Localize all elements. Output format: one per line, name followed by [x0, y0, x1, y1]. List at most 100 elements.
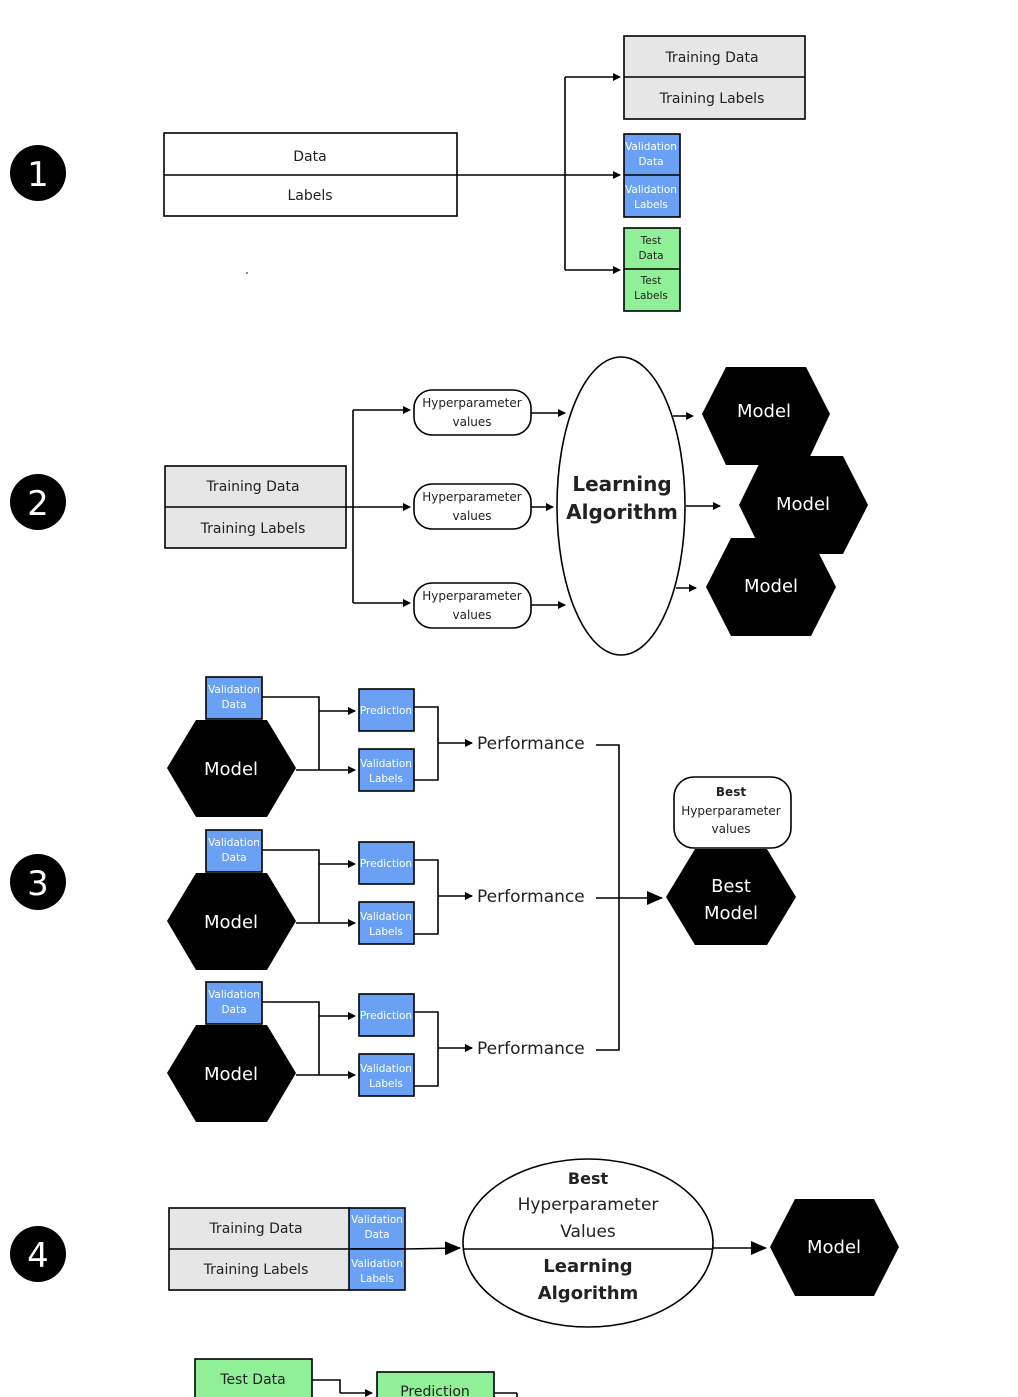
svg-text:Validation: Validation — [208, 989, 260, 1001]
step2-model-hexagon: Model — [706, 538, 836, 636]
step2-learning-algorithm: Learning Algorithm — [556, 356, 686, 656]
svg-text:Model: Model — [737, 401, 791, 422]
svg-text:Best: Best — [711, 876, 751, 897]
svg-text:Hyperparameter: Hyperparameter — [422, 396, 521, 410]
svg-text:Validation: Validation — [351, 1258, 403, 1270]
svg-text:Performance: Performance — [477, 734, 585, 754]
step4-test-data: Test Data — [194, 1358, 313, 1397]
svg-text:Validation: Validation — [208, 837, 260, 849]
svg-text:Learning: Learning — [543, 1256, 632, 1277]
svg-text:4: 4 — [27, 1236, 49, 1276]
svg-text:Training Labels: Training Labels — [659, 91, 765, 107]
svg-text:Hyperparameter: Hyperparameter — [422, 490, 521, 504]
step4-prediction: Prediction — [376, 1371, 518, 1397]
svg-text:Prediction: Prediction — [360, 858, 412, 870]
step4-model-hexagon: Model — [770, 1199, 899, 1296]
svg-text:Prediction: Prediction — [360, 1010, 412, 1022]
svg-text:Best: Best — [568, 1169, 609, 1188]
svg-text:Validation: Validation — [360, 1063, 412, 1075]
svg-text:Labels: Labels — [360, 1273, 394, 1285]
step3-best-hyperparameter: Best Hyperparameter values — [673, 776, 792, 849]
svg-text:values: values — [452, 509, 491, 523]
step3-eval-row: Validation Data Model Prediction Validat… — [167, 981, 585, 1122]
svg-text:Training Labels: Training Labels — [203, 1262, 309, 1278]
step1-labels-label: Labels — [287, 188, 332, 204]
svg-text:Labels: Labels — [369, 1078, 403, 1090]
svg-text:Model: Model — [204, 912, 258, 933]
svg-text:Test: Test — [640, 275, 662, 287]
svg-text:Training Data: Training Data — [208, 1221, 302, 1237]
svg-text:Training Data: Training Data — [664, 50, 758, 66]
svg-text:Training Labels: Training Labels — [200, 521, 306, 537]
svg-text:Test: Test — [640, 235, 662, 247]
svg-text:Model: Model — [807, 1237, 861, 1258]
svg-text:Validation: Validation — [208, 684, 260, 696]
step2-hyperparameter-values: Hyperparameter values — [413, 582, 532, 629]
step3-best-model-hexagon: Best Model — [666, 849, 796, 945]
svg-text:Best: Best — [716, 785, 746, 799]
svg-text:Model: Model — [204, 759, 258, 780]
step1-training-set: Training Data Training Labels — [623, 35, 806, 120]
svg-text:Hyperparameter: Hyperparameter — [681, 804, 780, 818]
svg-text:Validation: Validation — [351, 1214, 403, 1226]
svg-text:Model: Model — [704, 903, 758, 924]
svg-text:Test Data: Test Data — [219, 1372, 285, 1388]
svg-text:Hyperparameter: Hyperparameter — [518, 1195, 659, 1215]
step4-test-arrow — [312, 1379, 373, 1397]
step4-input-arrow — [404, 1241, 461, 1256]
svg-text:Performance: Performance — [477, 1039, 585, 1059]
step4-combined-training-set: Training Data Training Labels Validation… — [168, 1207, 406, 1291]
step2-model-hexagon: Model — [739, 456, 868, 554]
svg-text:Values: Values — [560, 1222, 616, 1242]
step2-branch-arrows — [346, 406, 411, 607]
svg-text:Model: Model — [204, 1064, 258, 1085]
step1-test-set: Test Data Test Labels — [623, 227, 681, 312]
svg-text:values: values — [452, 608, 491, 622]
step3-performance-merge — [596, 744, 663, 1051]
svg-text:Data: Data — [638, 250, 663, 262]
step2-training-set: Training Data Training Labels — [164, 465, 347, 549]
svg-text:Performance: Performance — [477, 887, 585, 907]
step2-model-hexagon: Model — [702, 367, 830, 465]
step1-split-arrows — [457, 73, 621, 274]
step2-hyperparameter-values: Hyperparameter values — [413, 483, 532, 530]
svg-text:Data: Data — [221, 699, 246, 711]
svg-text:Data: Data — [221, 1004, 246, 1016]
step1-validation-set: Validation Data Validation Labels — [623, 133, 681, 218]
svg-text:Validation: Validation — [360, 758, 412, 770]
svg-text:Model: Model — [744, 576, 798, 597]
svg-text:Labels: Labels — [369, 926, 403, 938]
step2-algo-to-model-arrows — [673, 412, 721, 592]
step2-hyper-to-algo-arrows — [531, 409, 566, 609]
svg-text:Prediction: Prediction — [360, 705, 412, 717]
svg-text:Labels: Labels — [634, 290, 668, 302]
step3-eval-row: Validation Data Model Prediction Validat… — [167, 676, 585, 817]
svg-text:3: 3 — [27, 864, 49, 904]
step-badge-4: 4 — [10, 1226, 66, 1282]
svg-text:values: values — [711, 822, 750, 836]
svg-text:Data: Data — [638, 156, 663, 168]
step1-data-label: Data — [293, 149, 326, 165]
step3-eval-row: Validation Data Model Prediction Validat… — [167, 829, 585, 970]
svg-text:Training Data: Training Data — [205, 479, 299, 495]
svg-text:Validation: Validation — [360, 911, 412, 923]
svg-text:Algorithm: Algorithm — [566, 500, 678, 524]
svg-text:Learning: Learning — [572, 472, 671, 496]
svg-text:Labels: Labels — [369, 773, 403, 785]
step-badge-2: 2 — [10, 474, 66, 530]
step4-learning-algorithm: Best Hyperparameter Values Learning Algo… — [462, 1158, 714, 1328]
step2-hyperparameter-values: Hyperparameter values — [413, 389, 532, 436]
stray-dot — [246, 272, 248, 274]
svg-text:values: values — [452, 415, 491, 429]
step-badge-3: 3 — [10, 854, 66, 910]
step-badge-1: 1 — [10, 145, 66, 201]
svg-text:Algorithm: Algorithm — [538, 1283, 639, 1304]
svg-text:Labels: Labels — [634, 199, 668, 211]
svg-text:Validation: Validation — [625, 184, 677, 196]
svg-text:2: 2 — [27, 484, 49, 524]
svg-text:1: 1 — [27, 155, 49, 195]
svg-text:Data: Data — [364, 1229, 389, 1241]
step1-dataset-box: Data Labels — [163, 132, 458, 217]
svg-text:Data: Data — [221, 852, 246, 864]
svg-text:Model: Model — [776, 494, 830, 515]
